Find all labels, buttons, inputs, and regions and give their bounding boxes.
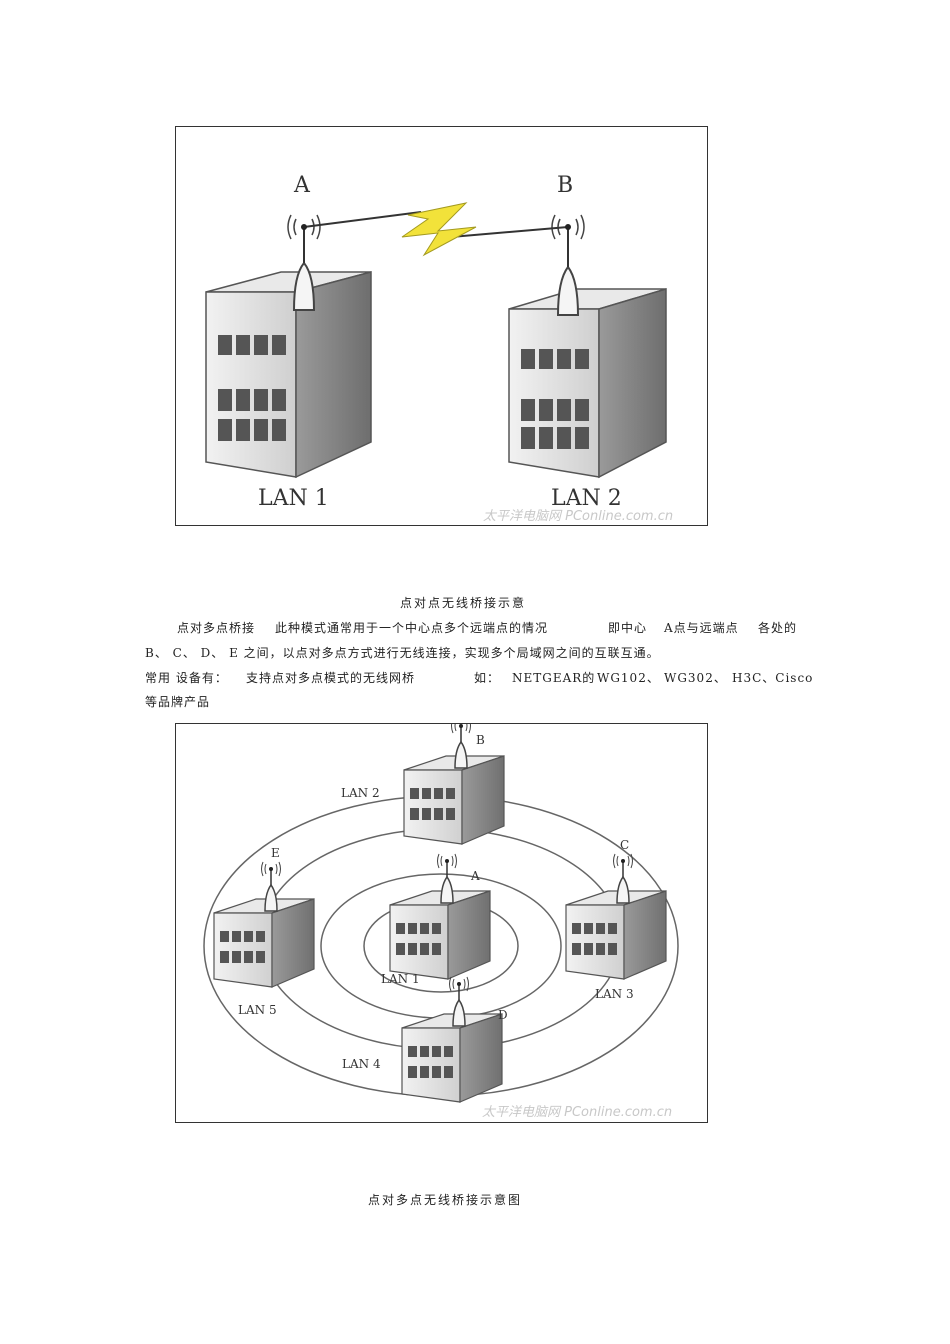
label-lan4: LAN 4	[342, 1057, 381, 1071]
watermark: 太平洋电脑网 PConline.com.cn	[483, 509, 673, 524]
figure-point-to-point: A B LAN 1 LAN 2 太平洋电脑网 PConline.com.cn	[175, 126, 708, 526]
figure2-caption: 点对多点无线桥接示意图	[368, 1193, 523, 1207]
paragraph-line3-segment: NETGEAR的	[512, 671, 596, 685]
building-lan3	[565, 853, 667, 980]
label-a: A	[293, 173, 311, 198]
label-c: C	[620, 838, 629, 852]
paragraph-line3-segment: H3C、Cisco	[732, 671, 814, 685]
label-e: E	[271, 846, 280, 860]
building-lan5	[213, 861, 315, 988]
building-lan2	[508, 227, 667, 479]
paragraph-line1-segment: 即中心	[608, 621, 648, 635]
label-lan1: LAN 1	[381, 972, 420, 986]
paragraph-line3-segment: 常用 设备有：	[145, 671, 228, 685]
paragraph-line1-segment: A点与远端点	[664, 621, 739, 635]
point-to-multipoint-diagram: B LAN 2 E C A LAN 1 LAN 3 LAN 5 D LAN 4 …	[203, 724, 679, 1120]
label-d: D	[498, 1008, 508, 1022]
paragraph-line2-segment: B、 C、 D、 E 之间，以点对多点方式进行无线连接，实现多个局域网之间的互联…	[145, 646, 660, 660]
label-b: B	[557, 173, 573, 198]
label-a: A	[470, 869, 480, 883]
label-lan5: LAN 5	[238, 1003, 277, 1017]
figure-point-to-multipoint: B LAN 2 E C A LAN 1 LAN 3 LAN 5 D LAN 4 …	[175, 723, 708, 1123]
building-lan1	[205, 227, 372, 479]
lightning-bolt	[401, 202, 477, 257]
paragraph-line1-segment: 各处的	[758, 621, 798, 635]
building-lan2	[403, 724, 505, 845]
building-lan4	[401, 976, 503, 1103]
paragraph-line4-segment: 等品牌产品	[145, 695, 211, 709]
paragraph-line1-segment: 点对多点桥接	[177, 621, 256, 635]
paragraph-line3-segment: WG302、	[664, 671, 727, 685]
label-lan2: LAN 2	[341, 786, 380, 800]
paragraph-line3-segment: 如：	[474, 671, 501, 685]
label-b: B	[476, 733, 485, 747]
label-lan3: LAN 3	[595, 987, 634, 1001]
label-lan1: LAN 1	[258, 486, 329, 511]
paragraph-line1-segment: 此种模式通常用于一个中心点多个远端点的情况	[275, 621, 549, 635]
watermark: 太平洋电脑网 PConline.com.cn	[482, 1105, 672, 1120]
label-lan2: LAN 2	[551, 486, 622, 511]
figure1-caption: 点对点无线桥接示意	[400, 596, 527, 610]
point-to-point-diagram: A B LAN 1 LAN 2 太平洋电脑网 PConline.com.cn	[205, 173, 673, 524]
paragraph-line3-segment: WG102、	[597, 671, 660, 685]
paragraph-line3-segment: 支持点对多点模式的无线网桥	[246, 671, 416, 685]
